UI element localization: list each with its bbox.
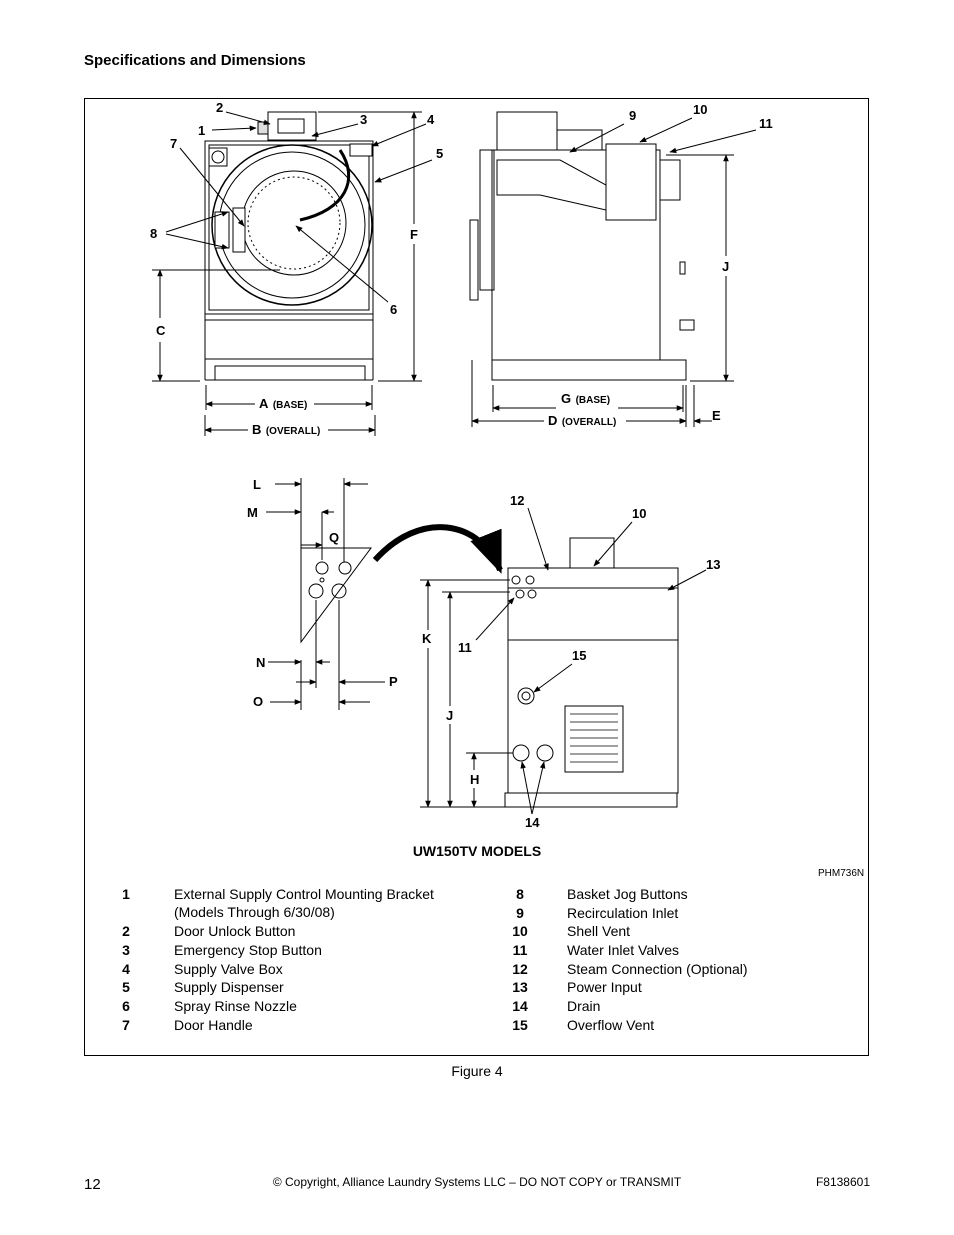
callout-7: 7 xyxy=(170,136,177,151)
callout-5: 5 xyxy=(436,146,443,161)
dim-j-side: J xyxy=(722,259,729,274)
dim-l: L xyxy=(253,477,261,492)
dim-a: A (BASE) xyxy=(259,395,307,412)
callout-3: 3 xyxy=(360,112,367,127)
callout-8: 8 xyxy=(150,226,157,241)
copyright-notice: © Copyright, Alliance Laundry Systems LL… xyxy=(272,1175,682,1189)
dim-j-rear: J xyxy=(446,708,453,723)
document-id: F8138601 xyxy=(815,1175,870,1189)
model-title: UW150TV MODELS xyxy=(412,843,542,859)
callout-11: 11 xyxy=(759,116,773,131)
callout-4: 4 xyxy=(427,112,435,127)
dim-p: P xyxy=(389,674,398,689)
callout-labels: 1 2 3 4 5 6 7 8 9 10 11 12 10 13 11 15 1… xyxy=(150,100,773,830)
figure-code: PHM736N xyxy=(818,868,865,879)
dim-q: Q xyxy=(329,530,339,545)
dim-o: O xyxy=(253,694,263,709)
figure-frame xyxy=(84,98,869,1056)
dim-b: B (OVERALL) xyxy=(252,421,320,438)
dim-d: D (OVERALL) xyxy=(548,412,616,429)
figure-caption: Figure 4 xyxy=(451,1063,503,1079)
callout-11b: 11 xyxy=(458,640,472,655)
callout-2: 2 xyxy=(216,100,223,115)
dim-m: M xyxy=(247,505,258,520)
rear-view xyxy=(504,537,679,808)
callout-1: 1 xyxy=(198,123,205,138)
dim-k: K xyxy=(422,631,432,646)
callout-leaders xyxy=(165,111,757,815)
callout-15: 15 xyxy=(572,648,586,663)
dim-e: E xyxy=(712,408,721,423)
dim-n: N xyxy=(256,655,265,670)
dim-g: G (BASE) xyxy=(561,390,610,407)
dim-f: F xyxy=(410,227,418,242)
callout-10b: 10 xyxy=(632,506,646,521)
front-view xyxy=(204,111,374,381)
callout-14: 14 xyxy=(525,815,540,830)
dim-h: H xyxy=(470,772,479,787)
callout-13: 13 xyxy=(706,557,720,572)
dim-c: C xyxy=(156,323,166,338)
side-view xyxy=(469,111,695,381)
curved-arrow xyxy=(372,524,503,574)
callout-6: 6 xyxy=(390,302,397,317)
callout-12: 12 xyxy=(510,493,524,508)
callout-10: 10 xyxy=(693,102,707,117)
section-title: Specifications and Dimensions xyxy=(84,52,306,69)
dimension-labels: A (BASE) B (OVERALL) C F G (BASE) D (OVE… xyxy=(156,227,729,787)
bracket-detail xyxy=(300,547,372,644)
dimension-lines xyxy=(152,111,734,808)
page-number: 12 xyxy=(84,1176,101,1193)
callout-9: 9 xyxy=(629,108,636,123)
